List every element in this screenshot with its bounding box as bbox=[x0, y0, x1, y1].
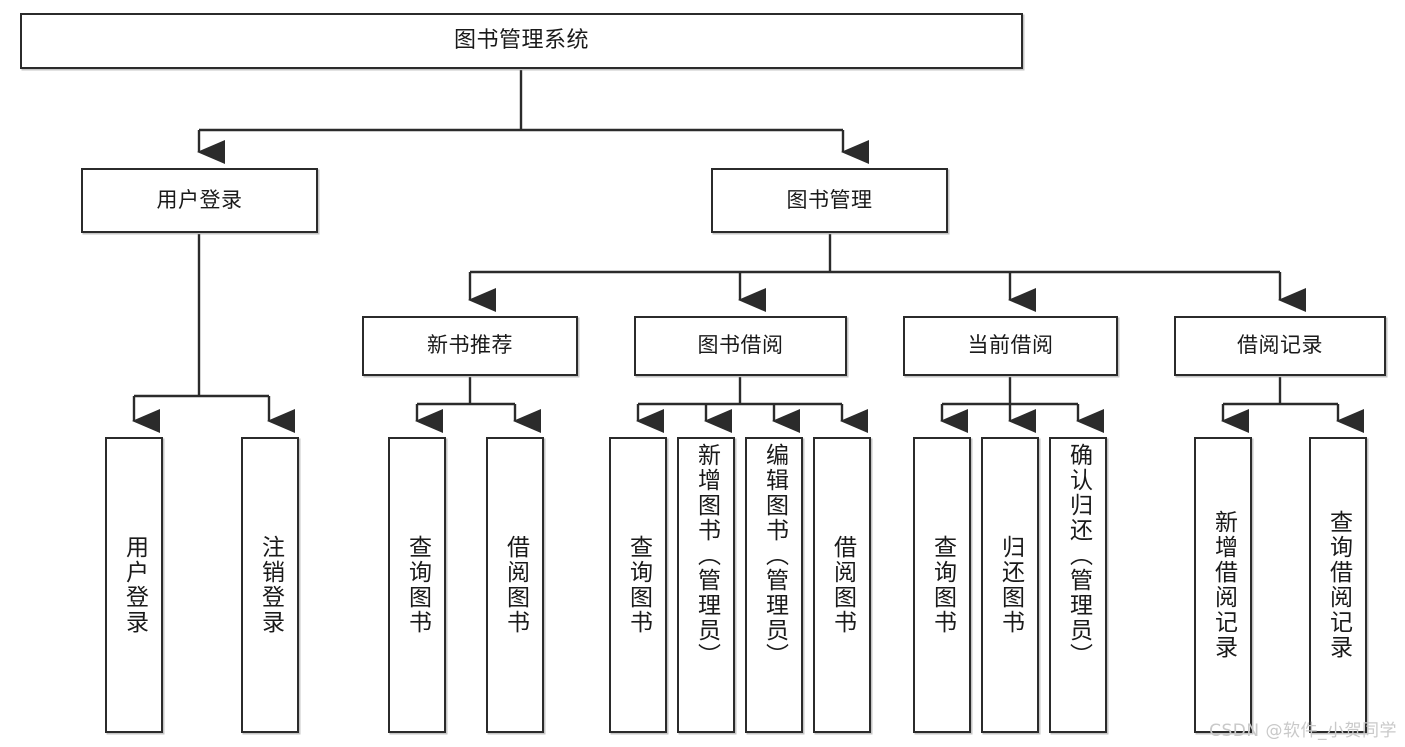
node-leaf-confirm-return-label: 确认归还（管理员） bbox=[1065, 443, 1092, 668]
edge-group-user-login bbox=[132, 234, 295, 433]
node-leaf-borrow-book-2[interactable]: 借阅图书 bbox=[813, 437, 871, 733]
node-book-borrow[interactable]: 图书借阅 bbox=[634, 316, 847, 376]
node-current-borrow-label: 当前借阅 bbox=[967, 333, 1054, 358]
node-leaf-query-book-1[interactable]: 查询图书 bbox=[388, 437, 446, 733]
node-leaf-edit-book-label: 编辑图书（管理员） bbox=[761, 443, 788, 668]
node-leaf-query-record-label: 查询借阅记录 bbox=[1325, 510, 1352, 660]
node-leaf-query-record[interactable]: 查询借阅记录 bbox=[1309, 437, 1367, 733]
node-leaf-query-book-3-label: 查询图书 bbox=[929, 535, 956, 635]
node-leaf-add-record[interactable]: 新增借阅记录 bbox=[1194, 437, 1252, 733]
node-current-borrow[interactable]: 当前借阅 bbox=[903, 316, 1118, 376]
node-leaf-query-book-1-label: 查询图书 bbox=[404, 535, 431, 635]
edge-group-book-borrow bbox=[636, 377, 868, 433]
edge-group-root bbox=[197, 70, 869, 164]
node-book-mgmt-label: 图书管理 bbox=[786, 187, 873, 212]
node-leaf-borrow-book-2-label: 借阅图书 bbox=[829, 535, 856, 635]
node-leaf-borrow-book-1[interactable]: 借阅图书 bbox=[486, 437, 544, 733]
node-leaf-user-login[interactable]: 用户登录 bbox=[105, 437, 163, 733]
node-user-login-label: 用户登录 bbox=[156, 187, 243, 212]
node-leaf-return-book[interactable]: 归还图书 bbox=[981, 437, 1039, 733]
node-leaf-logout[interactable]: 注销登录 bbox=[241, 437, 299, 733]
edge-group-current-borrow bbox=[940, 377, 1104, 433]
edge-group-book-mgmt bbox=[468, 234, 1306, 312]
node-leaf-borrow-book-1-label: 借阅图书 bbox=[502, 535, 529, 635]
node-leaf-query-book-2-label: 查询图书 bbox=[625, 535, 652, 635]
node-new-book-rec-label: 新书推荐 bbox=[427, 333, 513, 358]
node-root[interactable]: 图书管理系统 bbox=[20, 13, 1023, 69]
node-leaf-query-book-3[interactable]: 查询图书 bbox=[913, 437, 971, 733]
node-borrow-record[interactable]: 借阅记录 bbox=[1174, 316, 1386, 376]
node-new-book-rec[interactable]: 新书推荐 bbox=[362, 316, 578, 376]
node-leaf-query-book-2[interactable]: 查询图书 bbox=[609, 437, 667, 733]
edge-group-new-book-rec bbox=[415, 377, 541, 433]
node-leaf-user-login-label: 用户登录 bbox=[121, 535, 148, 635]
node-leaf-add-book-label: 新增图书（管理员） bbox=[693, 443, 720, 668]
node-leaf-confirm-return[interactable]: 确认归还（管理员） bbox=[1049, 437, 1107, 733]
node-book-mgmt[interactable]: 图书管理 bbox=[711, 168, 948, 233]
node-leaf-add-book[interactable]: 新增图书（管理员） bbox=[677, 437, 735, 733]
node-leaf-edit-book[interactable]: 编辑图书（管理员） bbox=[745, 437, 803, 733]
node-root-label: 图书管理系统 bbox=[453, 27, 589, 53]
node-book-borrow-label: 图书借阅 bbox=[697, 333, 784, 358]
node-leaf-logout-label: 注销登录 bbox=[257, 535, 284, 635]
node-borrow-record-label: 借阅记录 bbox=[1237, 333, 1323, 358]
node-user-login[interactable]: 用户登录 bbox=[81, 168, 318, 233]
node-leaf-add-record-label: 新增借阅记录 bbox=[1210, 510, 1237, 660]
csdn-watermark: CSDN @软件_小贺同学 bbox=[1209, 721, 1397, 741]
edge-group-borrow-record bbox=[1221, 377, 1364, 433]
node-leaf-return-book-label: 归还图书 bbox=[997, 535, 1024, 635]
